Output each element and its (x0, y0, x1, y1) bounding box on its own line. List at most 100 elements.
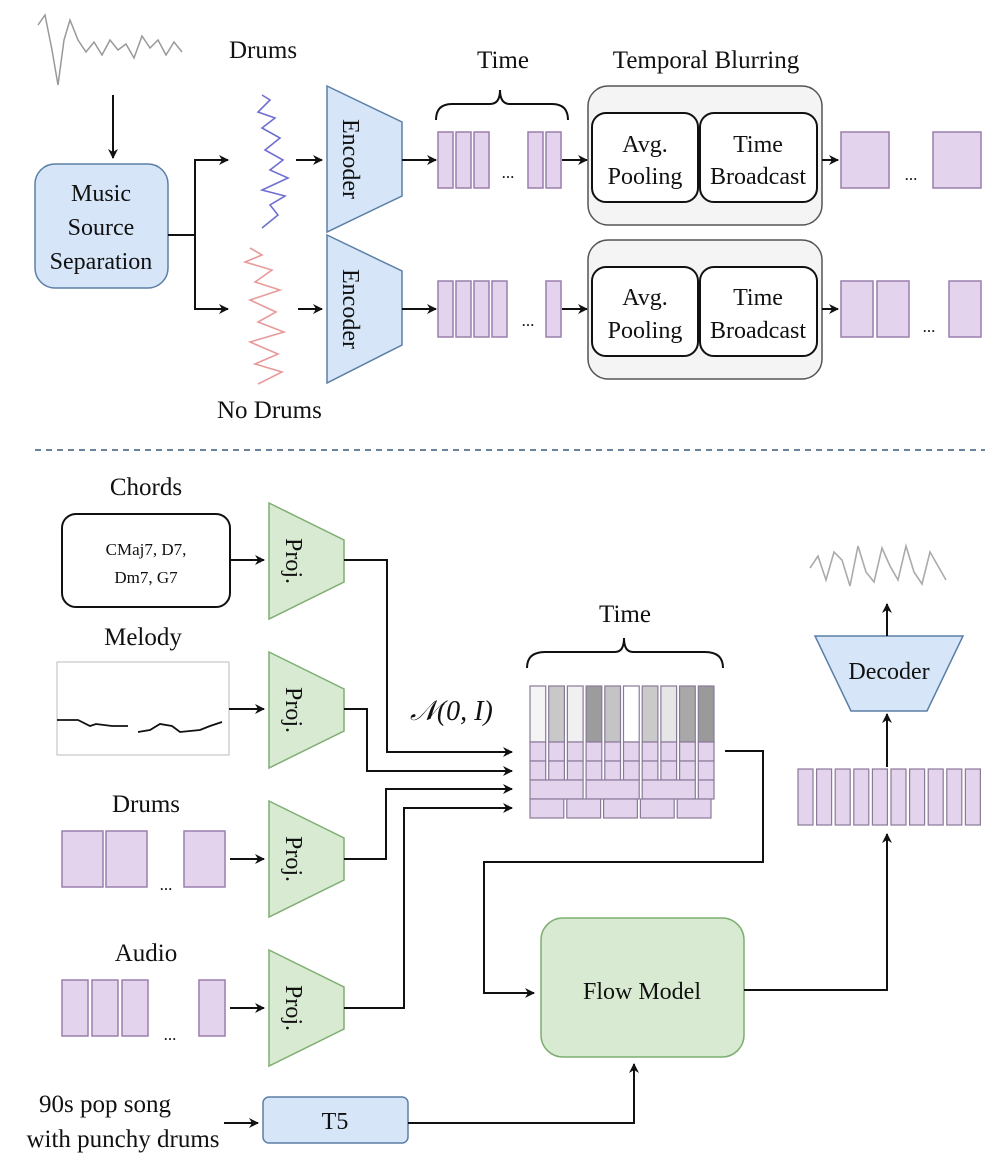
temporal-blurring-label: Temporal Blurring (613, 47, 800, 74)
decoder-label: Decoder (848, 659, 929, 685)
chord-cond-cell (622, 741, 640, 762)
output-token (908, 768, 926, 826)
t5-box: T5 (262, 1096, 409, 1144)
encoder-label-2: Encoder (337, 269, 363, 349)
audio-cond-cell (639, 798, 675, 819)
ellipsis-1: ... (502, 163, 515, 182)
no-drums-label: No Drums (217, 397, 322, 424)
melody-cond-cell (622, 760, 640, 781)
ellipsis-audio: ... (164, 1025, 177, 1044)
separation-label-1: Music (71, 181, 131, 207)
separation-label-2: Source (68, 215, 135, 241)
noise-cell (697, 685, 715, 743)
audio-cond-cell (602, 798, 638, 819)
avg-pooling-label-1b: Pooling (608, 164, 683, 190)
blurred-tokens-drums (840, 131, 982, 189)
time-broadcast-label-2a: Time (733, 285, 783, 311)
output-token (797, 768, 814, 826)
proj-label-drums: Proj. (280, 836, 306, 882)
avg-pooling-box-1 (591, 112, 699, 203)
melody-cond-cell (604, 760, 622, 781)
time-broadcast-box-1 (699, 112, 818, 203)
chord-cond-cell (678, 741, 696, 762)
prompt-line-2: with punchy drums (26, 1126, 219, 1153)
token-row-nodrums (437, 280, 562, 338)
chord-cond-cell (566, 741, 584, 762)
proj-drums: Proj. (268, 799, 345, 919)
encoder-drums: Encoder (326, 84, 403, 234)
noise-cell (678, 685, 696, 743)
proj-label-chords: Proj. (280, 538, 306, 584)
chords-box (61, 513, 231, 608)
ellipsis-drums: ... (160, 875, 173, 894)
chords-label: Chords (110, 474, 182, 501)
arrow-latent-flow (483, 750, 764, 998)
chord-cond-cell (641, 741, 659, 762)
audio-cond-cell (676, 798, 712, 819)
separation-label-3: Separation (50, 249, 153, 275)
noise-cell (660, 685, 678, 743)
noise-cell (548, 685, 566, 743)
drums-cond-label: Drums (112, 791, 180, 818)
chord-cond-cell (585, 741, 603, 762)
music-source-separation-box: Music Source Separation (34, 163, 169, 289)
proj-audio: Proj. (268, 948, 345, 1068)
melody-cond-cell (660, 760, 678, 781)
avg-pooling-label-2b: Pooling (608, 318, 683, 344)
noise-cell (641, 685, 659, 743)
proj-label-audio: Proj. (280, 985, 306, 1031)
noise-cell (529, 685, 547, 743)
output-tokens (797, 768, 982, 826)
drums-cond-cell (697, 779, 715, 800)
noise-cell (604, 685, 622, 743)
avg-pooling-label-2a: Avg. (622, 285, 668, 311)
arrow-drums-latent (344, 784, 513, 860)
audio-cond-label: Audio (115, 940, 178, 967)
output-token (834, 768, 851, 826)
melody-cond-cell (585, 760, 603, 781)
temporal-blurring-block-1: Avg. Pooling Time Broadcast (587, 85, 823, 226)
drums-tokens (61, 830, 226, 888)
chord-cond-cell (529, 741, 547, 762)
output-waveform (809, 542, 947, 587)
drums-cond-cell (585, 779, 640, 800)
melody-cond-cell (697, 760, 715, 781)
arrow-chords-latent (344, 559, 513, 757)
input-waveform (37, 13, 183, 86)
time-broadcast-label-1a: Time (733, 132, 783, 158)
drums-label: Drums (229, 37, 297, 64)
melody-label: Melody (104, 624, 182, 651)
token-row-drums (437, 131, 562, 189)
time-brace-top (435, 89, 569, 121)
audio-cond-cell (566, 798, 602, 819)
drums-cond-cell (641, 779, 696, 800)
proj-chords: Proj. (268, 501, 345, 621)
chord-cond-cell (548, 741, 566, 762)
drums-cond-cell (529, 779, 584, 800)
time-brace-bottom (526, 637, 724, 669)
noise-cell (566, 685, 584, 743)
output-token (853, 768, 870, 826)
audio-tokens (61, 979, 226, 1037)
ellipsis-4: ... (923, 317, 936, 336)
proj-label-melody: Proj. (280, 687, 306, 733)
time-broadcast-box-2 (699, 266, 818, 357)
avg-pooling-box-2 (591, 266, 699, 357)
output-token (946, 768, 963, 826)
t5-label: T5 (322, 1109, 349, 1135)
output-token (927, 768, 944, 826)
time-label-bottom: Time (599, 601, 651, 628)
chords-value-1: CMaj7, D7, (106, 540, 187, 559)
noise-cell (622, 685, 640, 743)
noise-cell (585, 685, 603, 743)
melody-contour-2 (137, 721, 223, 733)
noise-label: 𝒩(0, I) (410, 696, 493, 727)
encoder-nodrums: Encoder (326, 233, 403, 385)
melody-cond-cell (678, 760, 696, 781)
output-token (964, 768, 982, 826)
melody-cond-cell (566, 760, 584, 781)
arrow-audio-latent (344, 803, 513, 1009)
chord-cond-cell (697, 741, 715, 762)
temporal-blurring-block-2: Avg. Pooling Time Broadcast (587, 239, 823, 380)
